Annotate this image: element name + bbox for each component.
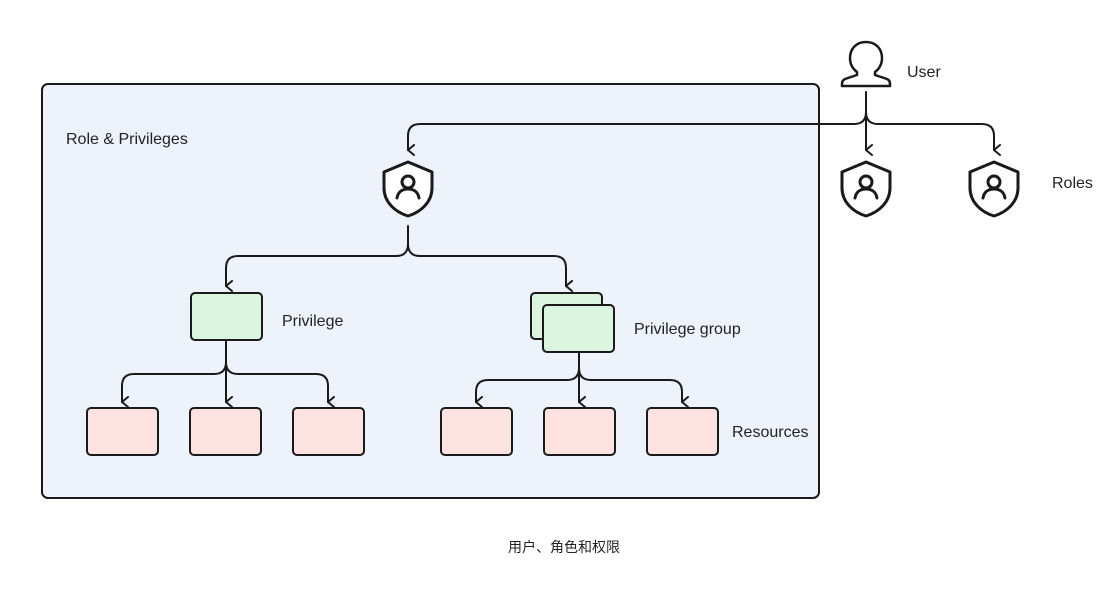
privilege-group-box-front xyxy=(542,304,615,353)
user-icon xyxy=(840,40,892,88)
resource-box-4 xyxy=(440,407,513,456)
privilege-to-resources-connectors xyxy=(121,340,335,408)
resource-box-5 xyxy=(543,407,616,456)
resource-box-2 xyxy=(189,407,262,456)
resources-label: Resources xyxy=(732,424,809,441)
privilege-box xyxy=(190,292,263,341)
role-shield-icon-2 xyxy=(840,160,892,218)
user-label: User xyxy=(907,64,941,81)
role-to-privilege-connectors xyxy=(225,225,573,292)
container-title: Role & Privileges xyxy=(66,131,188,148)
resource-box-6 xyxy=(646,407,719,456)
privilege-group-to-resources-connectors xyxy=(475,352,689,408)
resource-box-1 xyxy=(86,407,159,456)
user-to-roles-connectors xyxy=(407,91,1001,156)
role-shield-icon-3 xyxy=(968,160,1020,218)
resource-box-3 xyxy=(292,407,365,456)
role-shield-icon-main xyxy=(382,160,434,218)
roles-label: Roles xyxy=(1052,175,1093,192)
privilege-group-label: Privilege group xyxy=(634,321,741,338)
privilege-label: Privilege xyxy=(282,313,344,330)
role-privileges-container xyxy=(41,83,820,499)
figure-caption: 用户、角色和权限 xyxy=(508,539,620,555)
